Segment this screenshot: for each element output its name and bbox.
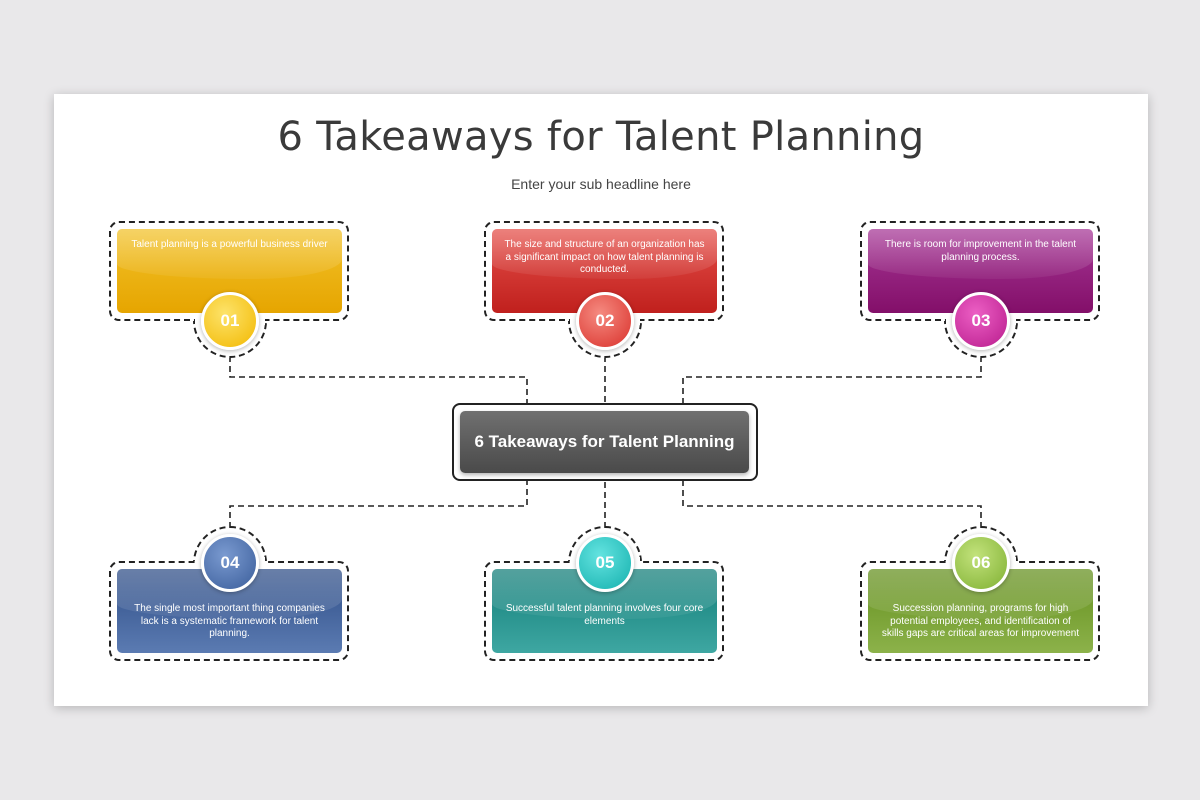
- badge-01: 01: [201, 292, 259, 350]
- card-text-03: There is room for improvement in the tal…: [884, 239, 1077, 263]
- card-text-02: The size and structure of an organizatio…: [504, 239, 705, 275]
- badge-05: 05: [576, 534, 634, 592]
- connector-01: [229, 356, 528, 403]
- slide-subtitle: Enter your sub headline here: [511, 176, 691, 192]
- connector-06: [682, 481, 982, 528]
- connector-lines: [229, 356, 982, 528]
- badge-06: 06: [952, 534, 1010, 592]
- connector-04: [229, 481, 528, 528]
- badge-03: 03: [952, 292, 1010, 350]
- card-text-06: Succession planning, programs for high p…: [881, 603, 1080, 639]
- badge-02: 02: [576, 292, 634, 350]
- card-text-05: Successful talent planning involves four…: [505, 603, 704, 627]
- center-title-box: 6 Takeaways for Talent Planning: [460, 411, 749, 473]
- slide: 6 Takeaways for Talent Planning Enter yo…: [54, 94, 1148, 706]
- card-text-04: The single most important thing companie…: [134, 603, 325, 639]
- badge-04: 04: [201, 534, 259, 592]
- connector-03: [682, 356, 982, 403]
- slide-title: 6 Takeaways for Talent Planning: [277, 114, 925, 160]
- card-text-01: Talent planning is a powerful business d…: [131, 239, 328, 250]
